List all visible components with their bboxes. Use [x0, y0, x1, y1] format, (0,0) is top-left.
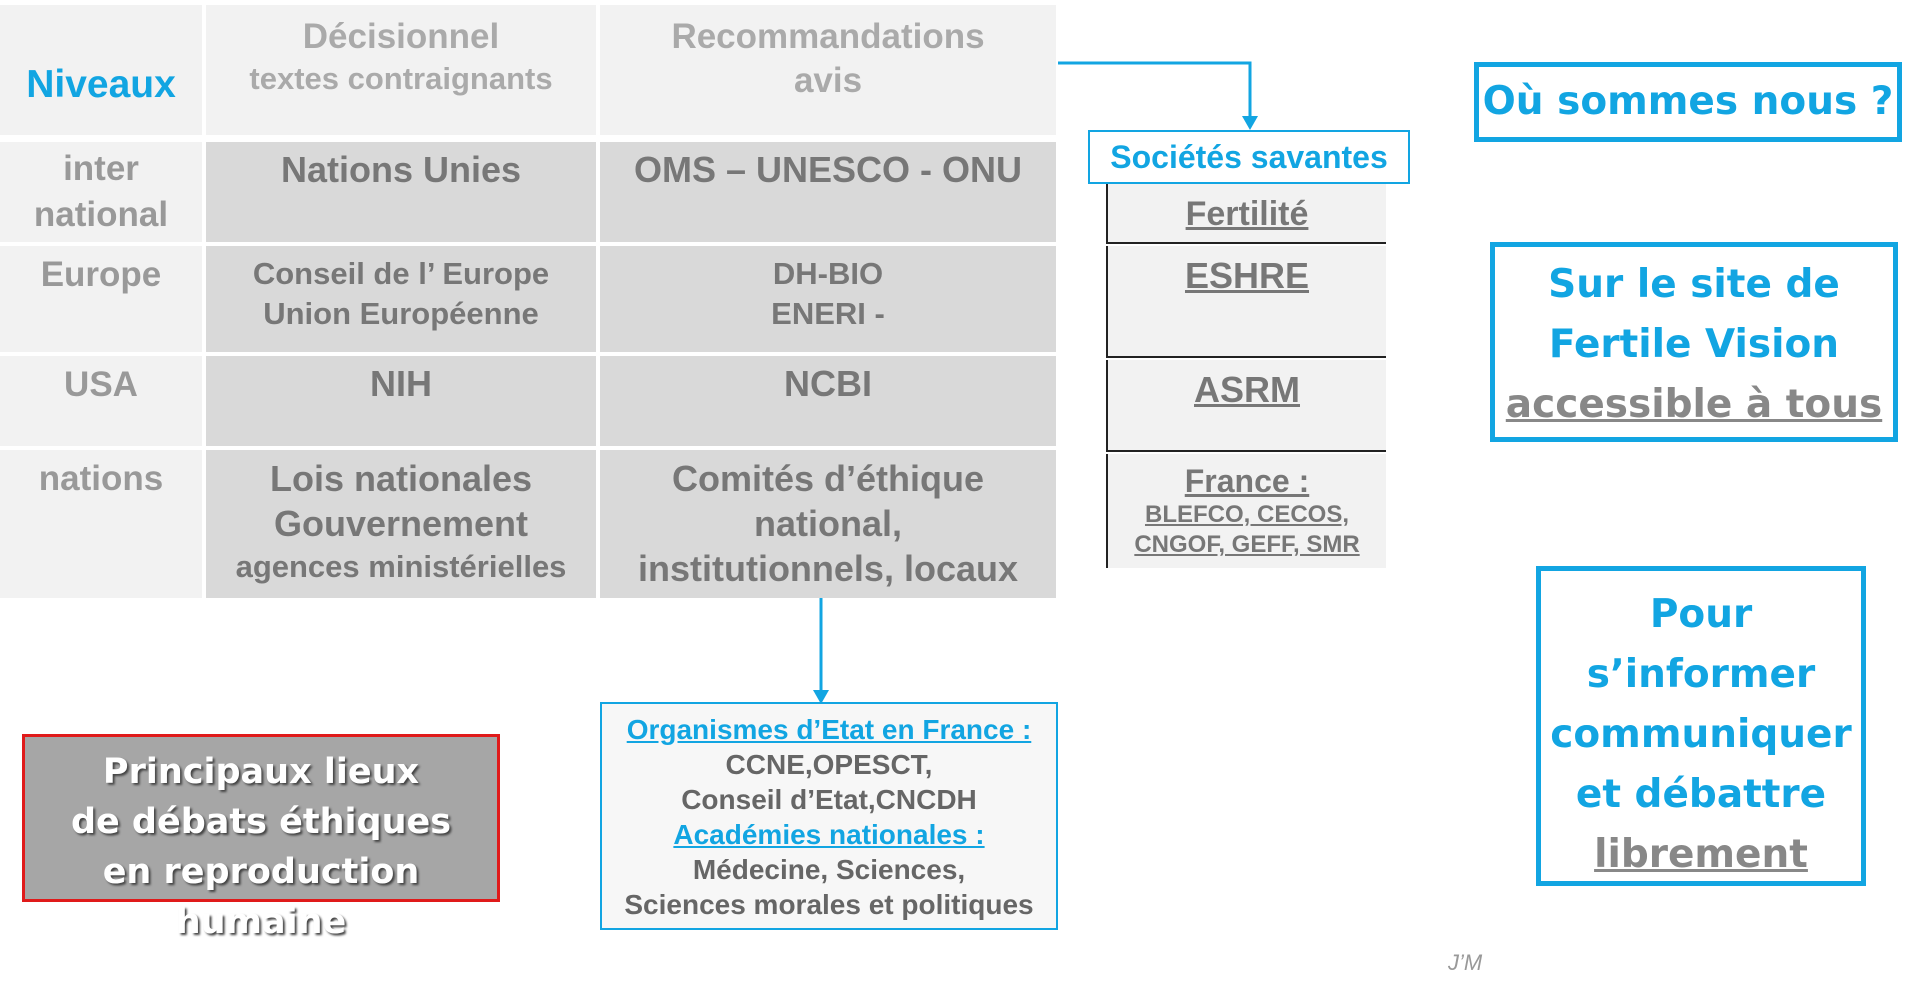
organismes-title: Organismes d’Etat en France :: [626, 714, 1032, 745]
informer-line: et débattre: [1575, 772, 1827, 817]
level-label: inter: [63, 149, 139, 188]
academies-line: Sciences morales et politiques: [624, 889, 1034, 920]
decision-text: Conseil de l’ Europe: [252, 256, 550, 291]
organismes-line: CCNE,OPESCT,: [725, 749, 933, 780]
societe-label: ASRM: [1194, 369, 1300, 410]
ou-sommes-nous-box: Où sommes nous ?: [1474, 62, 1902, 142]
avis-text: Comités d’éthique: [671, 458, 985, 499]
academies-line: Médecine, Sciences,: [692, 854, 966, 885]
avis-text: institutionnels, locaux: [637, 548, 1019, 589]
decision-text: NIH: [370, 363, 432, 404]
france-line: BLEFCO, CECOS,: [1144, 501, 1349, 528]
decision-international: Nations Unies: [206, 142, 596, 242]
societes-savantes-title: Sociétés savantes: [1088, 130, 1410, 184]
level-label: nations: [38, 459, 164, 498]
avis-text: DH-BIO: [772, 256, 884, 291]
level-label: national: [33, 195, 169, 234]
decision-text: Gouvernement: [273, 503, 529, 544]
informer-line: Pour: [1649, 592, 1753, 637]
informer-librement: librement: [1594, 832, 1808, 877]
avis-international: OMS – UNESCO - ONU: [600, 142, 1056, 242]
decisionnel-subtitle: textes contraignants: [249, 61, 553, 96]
signature: J’M: [1448, 950, 1483, 975]
level-nations: nations: [0, 450, 202, 598]
avis-text: national,: [753, 503, 902, 544]
avis-text: NCBI: [784, 363, 872, 404]
france-title: France :: [1184, 463, 1310, 499]
main-title-box: Principaux lieux de débats éthiques en r…: [22, 734, 500, 942]
header-decisionnel: Décisionnel textes contraignants: [206, 5, 596, 135]
decision-usa: NIH: [206, 356, 596, 446]
title-line: Principaux lieux: [102, 752, 420, 792]
decision-text: Union Européenne: [263, 296, 539, 331]
decision-text: Nations Unies: [280, 149, 522, 190]
avis-europe: DH-BIO ENERI -: [600, 246, 1056, 352]
societe-eshre: ESHRE: [1106, 246, 1386, 358]
decision-text: Lois nationales: [269, 458, 533, 499]
site-line: Sur le site de: [1548, 262, 1840, 307]
avis-usa: NCBI: [600, 356, 1056, 446]
informer-line: s’informer: [1586, 652, 1816, 697]
informer-line: communiquer: [1550, 712, 1852, 757]
societe-fertilite: Fertilité: [1106, 184, 1386, 244]
level-europe: Europe: [0, 246, 202, 352]
informer-box: Pour s’informer communiquer et débattre …: [1536, 566, 1866, 886]
site-fertile-vision-box: Sur le site de Fertile Vision accessible…: [1490, 242, 1898, 442]
header-niveaux: Niveaux: [0, 5, 202, 135]
societe-france: France : BLEFCO, CECOS, CNGOF, GEFF, SMR: [1106, 454, 1386, 568]
level-usa: USA: [0, 356, 202, 446]
title-line: en reproduction humaine: [102, 852, 420, 942]
societe-label: ESHRE: [1184, 255, 1310, 296]
societe-label: Fertilité: [1185, 195, 1309, 233]
niveaux-label: Niveaux: [26, 63, 176, 106]
avis-text: OMS – UNESCO - ONU: [633, 149, 1023, 190]
avis-nations: Comités d’éthique national, institutionn…: [600, 450, 1056, 598]
academies-title: Académies nationales :: [673, 819, 985, 850]
site-accessible: accessible à tous: [1505, 382, 1883, 427]
arrowhead-societes: [1242, 116, 1258, 130]
societe-asrm: ASRM: [1106, 360, 1386, 452]
site-line: Fertile Vision: [1548, 322, 1840, 367]
decision-nations: Lois nationales Gouvernement agences min…: [206, 450, 596, 598]
level-label: Europe: [40, 255, 162, 294]
header-recommandations: Recommandations avis: [600, 5, 1056, 135]
level-international: inter national: [0, 142, 202, 242]
arrowhead-organismes: [813, 690, 829, 704]
title-line: de débats éthiques: [70, 802, 452, 842]
decisionnel-title: Décisionnel: [302, 17, 500, 56]
arrow-to-societes: [1058, 61, 1252, 122]
decision-text: agences ministérielles: [235, 549, 567, 584]
organismes-etat-box: Organismes d’Etat en France : CCNE,OPESC…: [600, 702, 1058, 930]
decision-europe: Conseil de l’ Europe Union Européenne: [206, 246, 596, 352]
france-line: CNGOF, GEFF, SMR: [1134, 531, 1360, 558]
recommandations-subtitle: avis: [793, 61, 863, 100]
organismes-line: Conseil d’Etat,CNCDH: [681, 784, 977, 815]
avis-text: ENERI -: [771, 296, 885, 331]
recommandations-title: Recommandations: [671, 17, 985, 56]
ou-sommes-nous-text: Où sommes nous ?: [1482, 79, 1894, 124]
level-label: USA: [64, 365, 138, 404]
